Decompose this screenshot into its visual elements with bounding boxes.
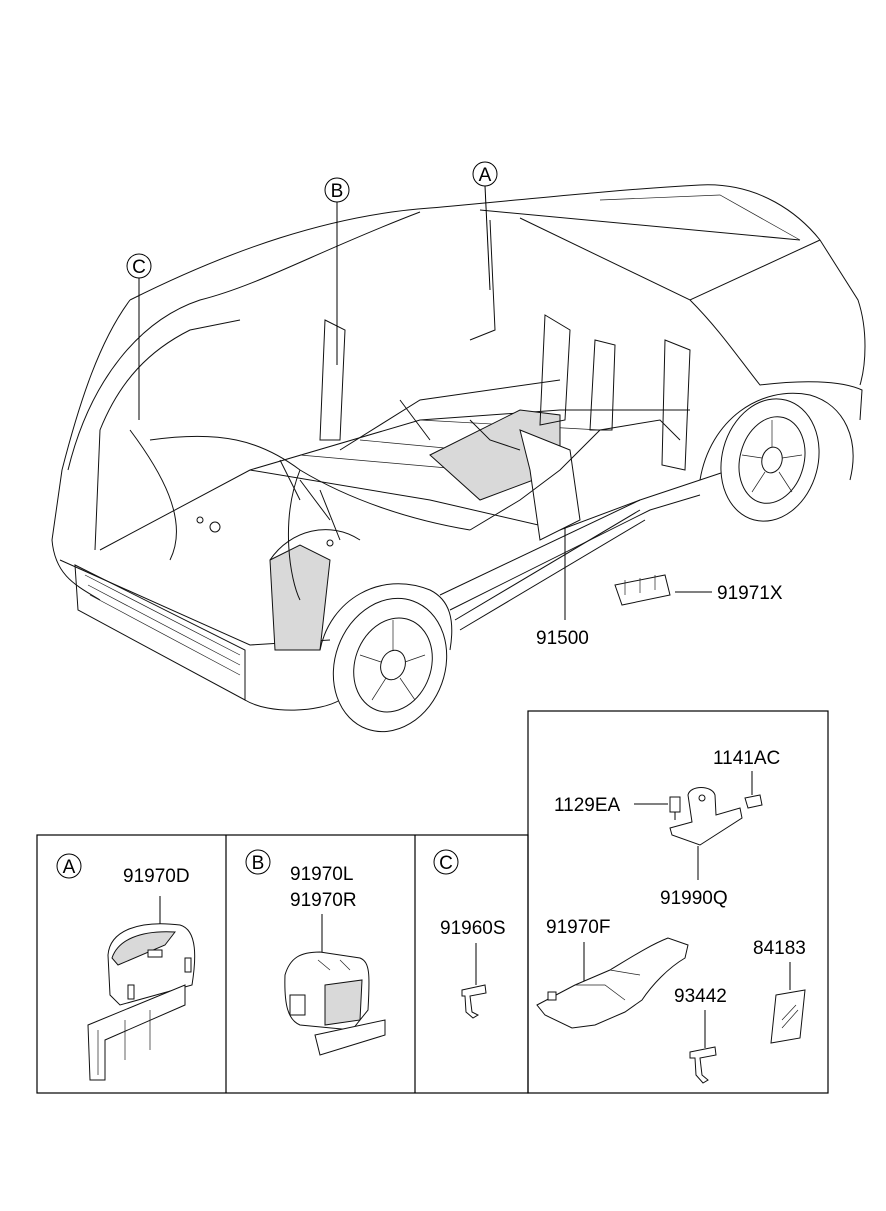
cover-part-number: 91970F <box>546 917 610 938</box>
callout-c: C <box>126 253 152 420</box>
detail-a: A 91970D <box>56 853 196 1081</box>
label-91500: 91500 <box>536 528 589 649</box>
vehicle-body <box>51 184 866 733</box>
clip-part-number: 93442 <box>674 986 727 1007</box>
detail-right-frame <box>527 710 829 1094</box>
detail-right: 1141AC 1129EA 91990Q 91970F 93442 84183 <box>536 748 806 1084</box>
detail-c: C 91960S <box>433 849 506 1019</box>
harness-part-number: 91500 <box>536 628 589 649</box>
detail-b-part-left: 91970L <box>290 864 353 885</box>
bracket-part-number: 91990Q <box>660 888 728 909</box>
protector-part-number: 91971X <box>717 583 783 604</box>
detail-c-part-number: 91960S <box>440 918 506 939</box>
detail-c-letter: C <box>439 853 453 874</box>
callout-a: A <box>472 161 498 291</box>
detail-b: B 91970L 91970R <box>245 849 386 1056</box>
detail-a-part-number: 91970D <box>123 866 190 887</box>
detail-a-letter: A <box>63 857 76 878</box>
callout-c-letter: C <box>132 257 146 278</box>
label-91971x: 91971X <box>614 574 783 606</box>
detail-b-letter: B <box>252 853 265 874</box>
callout-a-letter: A <box>479 165 492 186</box>
floor-wiring-harness <box>129 379 681 601</box>
screw-part-number: 1129EA <box>554 795 621 816</box>
bolt-part-number: 1141AC <box>713 748 780 769</box>
callout-b: B <box>324 177 350 365</box>
label-plate-part-number: 84183 <box>753 938 806 959</box>
callout-b-letter: B <box>331 181 344 202</box>
detail-b-part-right: 91970R <box>290 890 357 911</box>
